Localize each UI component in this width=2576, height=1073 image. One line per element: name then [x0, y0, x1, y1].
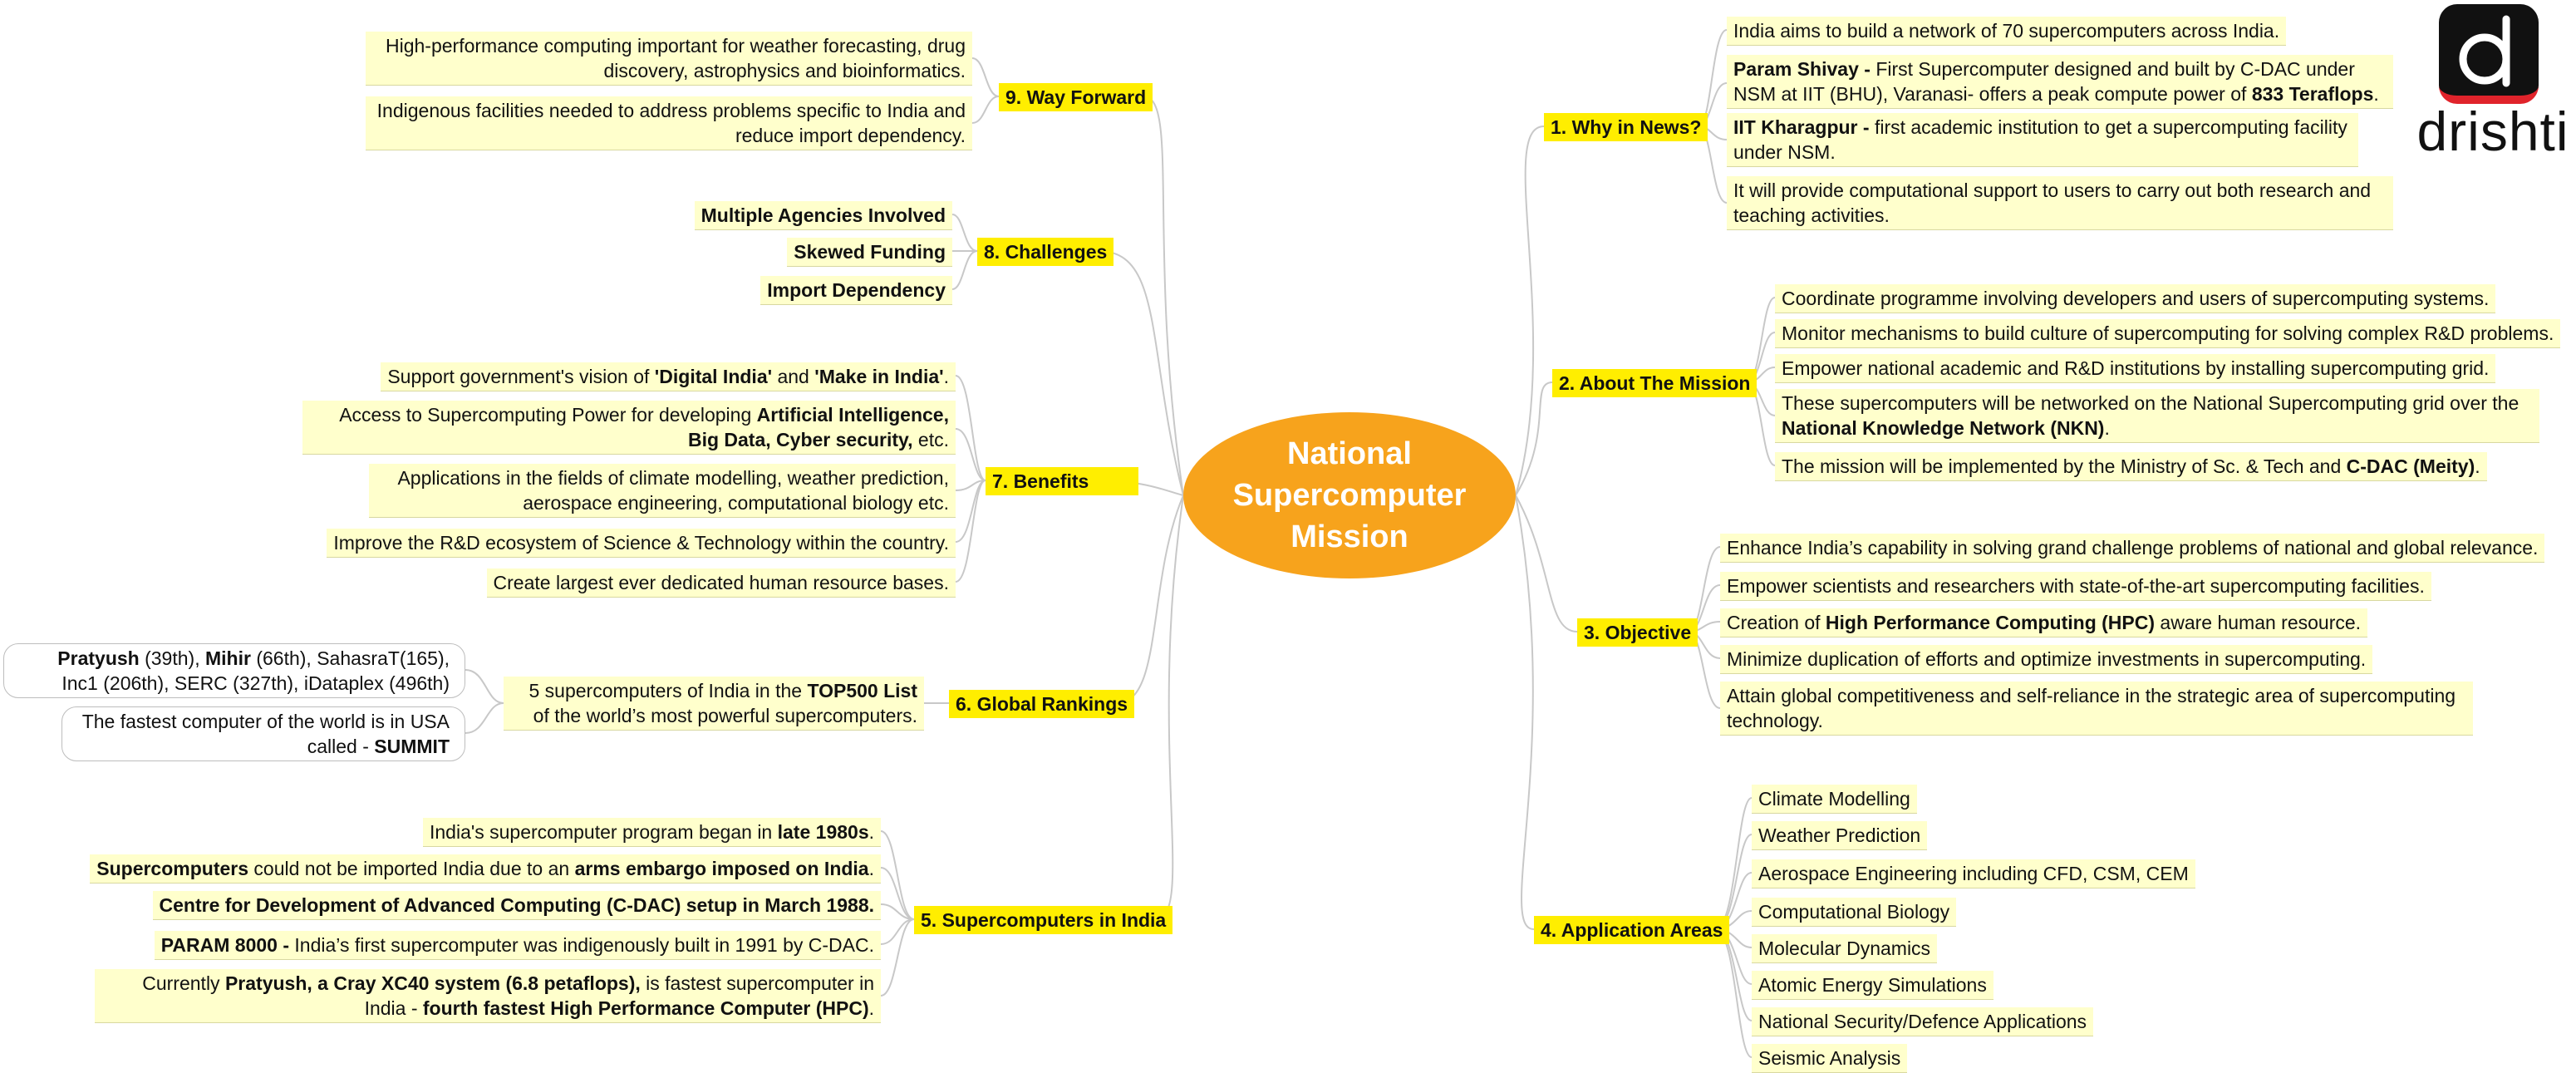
about-item-5: The mission will be implemented by the M… — [1775, 452, 2487, 481]
india-item-4: PARAM 8000 - India’s first supercomputer… — [154, 931, 881, 960]
objective-item-4: Minimize duplication of efforts and opti… — [1720, 645, 2373, 674]
india-item-3: Centre for Development of Advanced Compu… — [152, 891, 881, 920]
branch-about-mission: 2. About The Mission — [1552, 369, 1757, 397]
challenge-item: Import Dependency — [760, 276, 952, 305]
india-item-1: India's supercomputer program began in l… — [422, 818, 881, 847]
challenge-item: Skewed Funding — [787, 238, 952, 267]
forward-item-2: Indigenous facilities needed to address … — [366, 96, 972, 150]
app-area-item: Aerospace Engineering including CFD, CSM… — [1752, 859, 2195, 888]
branch-application-areas: 4. Application Areas — [1534, 916, 1730, 944]
logo-text: drishti — [2416, 101, 2569, 162]
branch-supercomputers-india: 5. Supercomputers in India — [914, 906, 1173, 934]
forward-item-1: High-performance computing important for… — [366, 32, 972, 86]
india-item-2: Supercomputers could not be imported Ind… — [90, 854, 881, 884]
objective-item-2: Empower scientists and researchers with … — [1720, 572, 2431, 601]
objective-item-1: Enhance India’s capability in solving gr… — [1720, 534, 2545, 563]
branch-objective: 3. Objective — [1577, 618, 1698, 647]
rankings-sub-2: The fastest computer of the world is in … — [61, 706, 465, 761]
branch-why-in-news: 1. Why in News? — [1544, 113, 1708, 141]
why-item-3: IIT Kharagpur - first academic instituti… — [1727, 113, 2358, 167]
app-area-item: Climate Modelling — [1752, 785, 1917, 814]
why-item-2: Param Shivay - First Supercomputer desig… — [1727, 55, 2393, 109]
branch-global-rankings: 6. Global Rankings — [949, 690, 1135, 718]
app-area-item: Atomic Energy Simulations — [1752, 971, 1993, 1000]
challenge-item: Multiple Agencies Involved — [694, 201, 952, 230]
app-area-item: Weather Prediction — [1752, 821, 1928, 850]
about-item-2: Monitor mechanisms to build culture of s… — [1775, 319, 2561, 348]
why-item-4: It will provide computational support to… — [1727, 176, 2393, 230]
central-topic: National Supercomputer Mission — [1183, 412, 1516, 578]
why-item-1: India aims to build a network of 70 supe… — [1727, 17, 2287, 46]
about-item-4: These supercomputers will be networked o… — [1775, 389, 2539, 443]
benefit-item-2: Access to Supercomputing Power for devel… — [302, 401, 956, 455]
branch-way-forward: 9. Way Forward — [999, 83, 1153, 111]
benefit-item-5: Create largest ever dedicated human reso… — [486, 568, 956, 598]
branch-benefits: 7. Benefits — [986, 467, 1139, 495]
benefit-item-1: Support government's vision of 'Digital … — [381, 362, 956, 391]
objective-item-5: Attain global competitiveness and self-r… — [1720, 682, 2473, 736]
about-item-1: Coordinate programme involving developer… — [1775, 284, 2496, 313]
rankings-sub-1: Pratyush (39th), Mihir (66th), SahasraT(… — [3, 643, 465, 698]
branch-challenges: 8. Challenges — [977, 238, 1114, 266]
objective-item-3: Creation of High Performance Computing (… — [1720, 608, 2368, 637]
benefit-item-3: Applications in the fields of climate mo… — [369, 464, 956, 518]
app-area-item: National Security/Defence Applications — [1752, 1007, 2094, 1036]
app-area-item: Seismic Analysis — [1752, 1044, 1908, 1073]
app-area-item: Molecular Dynamics — [1752, 934, 1938, 963]
drishti-logo: drishti — [2410, 4, 2576, 162]
app-area-item: Computational Biology — [1752, 898, 1957, 927]
central-topic-title: National Supercomputer Mission — [1232, 436, 1467, 554]
about-item-3: Empower national academic and R&D instit… — [1775, 354, 2496, 383]
rankings-main: 5 supercomputers of India in the TOP500 … — [504, 677, 924, 731]
benefit-item-4: Improve the R&D ecosystem of Science & T… — [327, 529, 956, 558]
india-item-5: Currently Pratyush, a Cray XC40 system (… — [95, 969, 881, 1023]
logo-d-icon — [2439, 4, 2539, 104]
